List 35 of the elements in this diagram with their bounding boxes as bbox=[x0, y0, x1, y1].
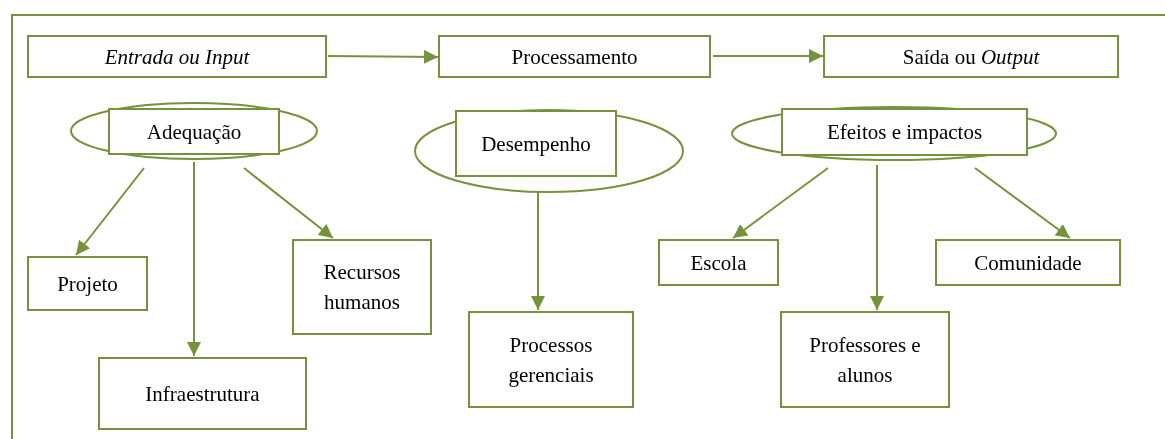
node-label: Desempenho bbox=[481, 130, 591, 158]
node-label: Entrada ou Input bbox=[104, 43, 250, 71]
arrow bbox=[531, 191, 545, 311]
process-box bbox=[935, 239, 1121, 286]
process-box bbox=[658, 239, 779, 286]
category-box bbox=[781, 108, 1028, 156]
arrow bbox=[327, 49, 439, 64]
process-box bbox=[468, 311, 634, 408]
process-box bbox=[27, 256, 148, 311]
node-label: Escola bbox=[690, 249, 747, 277]
node-label: Comunidade bbox=[974, 249, 1082, 277]
arrow bbox=[187, 161, 201, 357]
node-label: Infraestrutura bbox=[145, 380, 260, 408]
arrow bbox=[732, 167, 829, 239]
arrow bbox=[870, 164, 884, 311]
node-label: Processos gerenciais bbox=[507, 331, 595, 389]
node-label: Saída ou Output bbox=[902, 43, 1040, 71]
arrow bbox=[712, 49, 824, 63]
arrow bbox=[75, 167, 145, 256]
category-box bbox=[455, 110, 617, 177]
node-label: Professores e alunos bbox=[808, 331, 922, 389]
node-label: Adequação bbox=[146, 118, 242, 146]
process-box bbox=[27, 35, 327, 78]
arrow bbox=[974, 167, 1071, 239]
process-box bbox=[438, 35, 711, 78]
process-box bbox=[98, 357, 307, 430]
arrow bbox=[243, 167, 334, 239]
category-box bbox=[108, 108, 280, 155]
node-label: Efeitos e impactos bbox=[826, 119, 983, 146]
node-label: Recursos humanos bbox=[322, 259, 402, 316]
node-label: Projeto bbox=[57, 270, 118, 298]
process-box bbox=[823, 35, 1119, 78]
node-label: Processamento bbox=[511, 43, 638, 71]
process-box bbox=[780, 311, 950, 408]
process-box bbox=[292, 239, 432, 335]
